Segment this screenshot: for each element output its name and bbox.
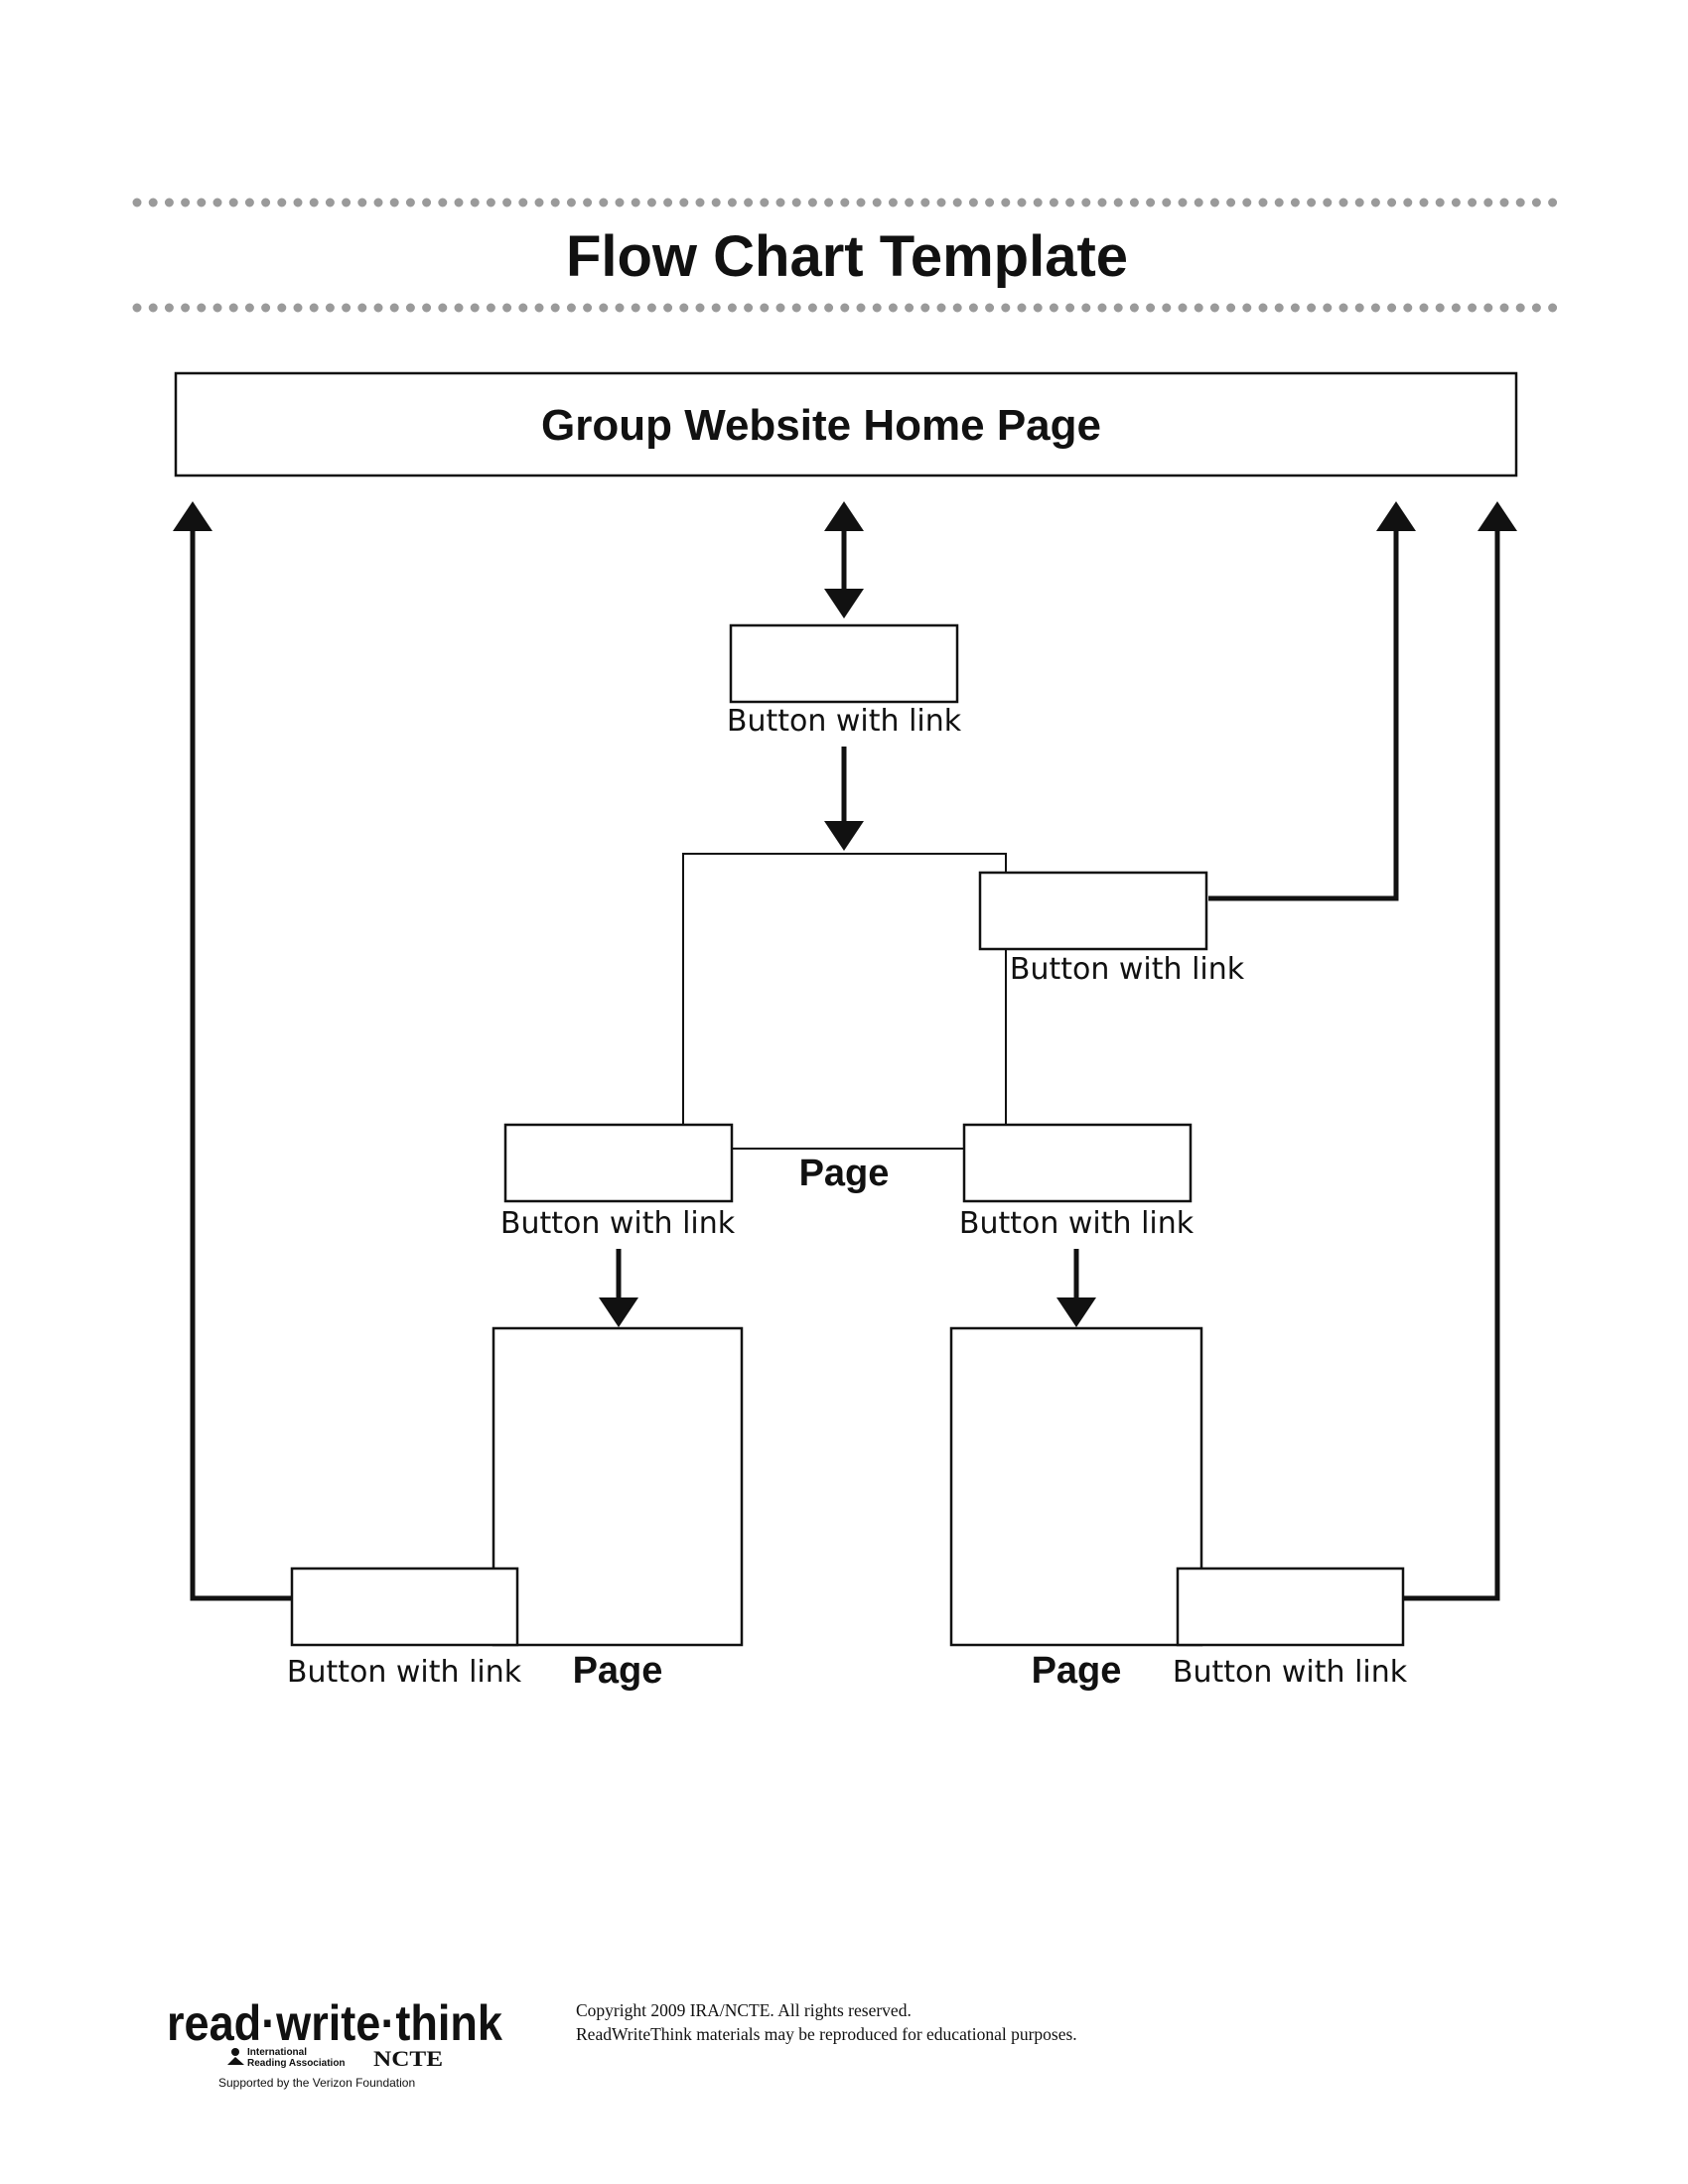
- middle-page-label: Page: [799, 1153, 890, 1194]
- bottom-right-page-node: Button with link Page: [949, 1326, 1408, 1692]
- home-page-box: [174, 371, 1518, 478]
- ira-emblem-icon: [227, 2048, 244, 2065]
- logo-ira-line1: International: [247, 2047, 307, 2058]
- logo-wordmark: read·write·think: [167, 1995, 502, 2051]
- logo-ncte: NCTE: [373, 2046, 443, 2071]
- home-page-node: Group Website Home Page: [174, 371, 1518, 478]
- middle-right-button-box: [978, 871, 1208, 951]
- bottom-left-button-box: [290, 1567, 519, 1647]
- middle-right-button-label: Button with link: [1010, 952, 1245, 987]
- copyright-line: Copyright 2009 IRA/NCTE. All rights rese…: [576, 2000, 912, 2020]
- arrow-bottom-right-button-to-home: [1404, 501, 1517, 1601]
- top-button-box: [729, 623, 959, 704]
- middle-bottom-right-button-label: Button with link: [959, 1206, 1195, 1241]
- top-button-node: Button with link: [727, 623, 962, 739]
- header: Flow Chart Template: [132, 198, 1562, 313]
- bottom-left-page-box: [492, 1326, 744, 1647]
- bottom-right-page-box: [949, 1326, 1203, 1647]
- readwritethink-logo: read·write·think International Reading A…: [167, 1995, 502, 2090]
- bottom-right-button-label: Button with link: [1173, 1655, 1408, 1690]
- reproduce-line: ReadWriteThink materials may be reproduc…: [576, 2024, 1077, 2044]
- middle-page-node: Button with link Button with link Button…: [500, 853, 1245, 1241]
- arrow-right-button-to-home: [1208, 501, 1416, 901]
- middle-page-box: [682, 853, 1007, 1150]
- home-page-label: Group Website Home Page: [541, 401, 1101, 450]
- middle-left-button-box: [503, 1123, 734, 1203]
- bottom-left-button-label: Button with link: [287, 1655, 522, 1690]
- top-button-label: Button with link: [727, 704, 962, 739]
- bottom-right-button-box: [1176, 1567, 1405, 1647]
- bottom-right-page-label: Page: [1032, 1650, 1122, 1692]
- footer-copyright: Copyright 2009 IRA/NCTE. All rights rese…: [576, 2000, 1077, 2044]
- logo-support: Supported by the Verizon Foundation: [218, 2076, 415, 2090]
- connectors: [173, 501, 1517, 1601]
- bottom-left-page-label: Page: [573, 1650, 663, 1692]
- middle-left-button-label: Button with link: [500, 1206, 736, 1241]
- page-title: Flow Chart Template: [566, 224, 1128, 289]
- middle-bottom-right-button-box: [962, 1123, 1193, 1203]
- arrow-bottom-left-button-to-home: [173, 501, 292, 1601]
- logo-ira-line2: Reading Association: [247, 2058, 346, 2069]
- bottom-left-page-node: Button with link Page: [287, 1326, 744, 1692]
